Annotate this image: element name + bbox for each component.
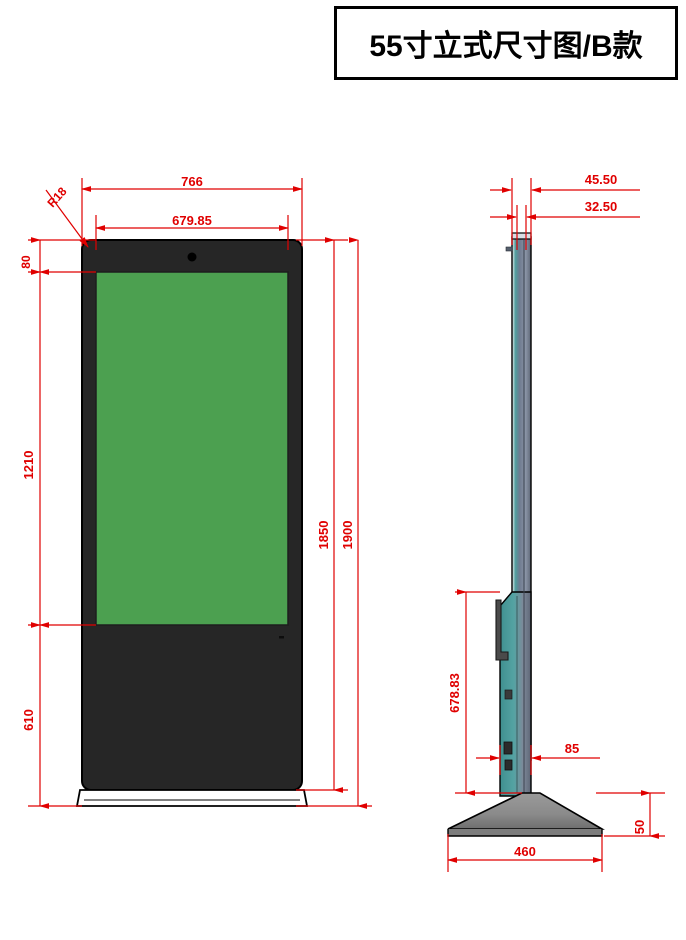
dim-text-stand-offset: 85 <box>565 741 579 756</box>
side-view-body <box>447 232 605 837</box>
dim-text-base-width: 460 <box>514 844 536 859</box>
side-connector-lower <box>504 759 513 771</box>
dim-text-lower-panel-height: 610 <box>21 709 36 731</box>
dim-text-base-height: 50 <box>632 820 647 834</box>
side-panel-top-cap <box>511 232 532 240</box>
front-view-body <box>75 239 309 807</box>
camera-lens-icon <box>187 252 197 262</box>
front-base-plate <box>75 789 309 807</box>
leader-line-r18 <box>45 189 89 248</box>
dim-text-bezel-top-height: 80 <box>19 255 33 269</box>
dim-text-total-height: 1900 <box>340 521 355 550</box>
title-block-text: 55寸立式尺寸图/B款 <box>369 30 643 63</box>
side-top-nub <box>505 246 513 252</box>
kiosk-screen <box>95 271 289 626</box>
title-block: 55寸立式尺寸图/B款 <box>334 6 678 80</box>
ir-sensor-icon <box>279 636 284 639</box>
dimension-labels: 766 679.85 R18 80 1210 610 1850 1900 45.… <box>19 172 647 859</box>
front-view-dimensions <box>28 178 372 809</box>
dim-text-depth-upper: 45.50 <box>585 172 618 187</box>
dim-text-overall-width: 766 <box>181 174 203 189</box>
side-base-edge <box>447 829 603 837</box>
side-view-dimensions <box>447 178 665 872</box>
dim-text-screen-height: 1210 <box>21 451 36 480</box>
dim-text-body-height: 1850 <box>316 521 331 550</box>
dim-text-screen-bezel-width: 679.85 <box>172 213 212 228</box>
dim-text-corner-radius: R18 <box>44 184 69 210</box>
mount-bracket-icon <box>495 599 509 661</box>
side-base-plate <box>447 792 605 830</box>
dim-text-mount-height: 678.83 <box>447 673 462 713</box>
side-connector-mid <box>503 741 513 755</box>
side-connector-upper <box>504 689 513 700</box>
dim-text-depth-panel: 32.50 <box>585 199 618 214</box>
